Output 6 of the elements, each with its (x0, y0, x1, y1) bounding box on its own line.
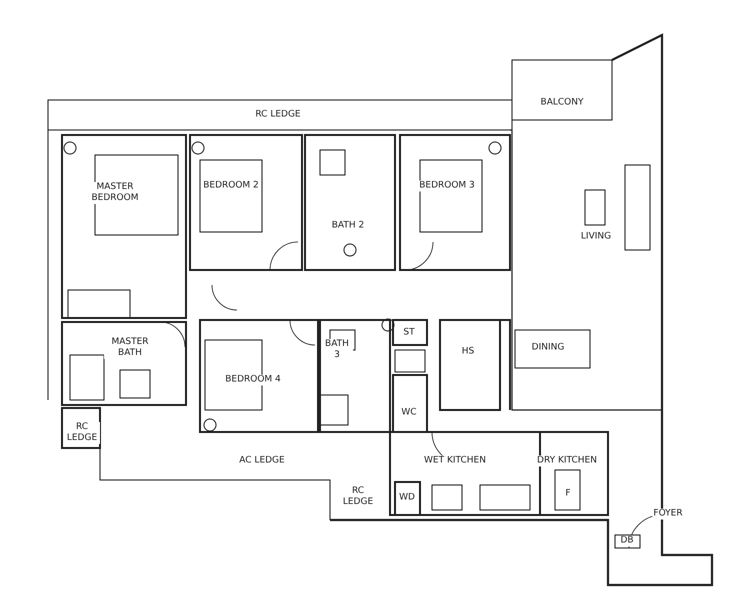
room-label: DRY KITCHEN (536, 456, 598, 466)
room-label: BEDROOM 3 (418, 180, 476, 192)
room-label: FOYER (652, 508, 684, 520)
room-label: DB (619, 536, 635, 546)
room-label: WET KITCHEN (423, 456, 487, 466)
room-label: BEDROOM 4 (224, 374, 282, 386)
